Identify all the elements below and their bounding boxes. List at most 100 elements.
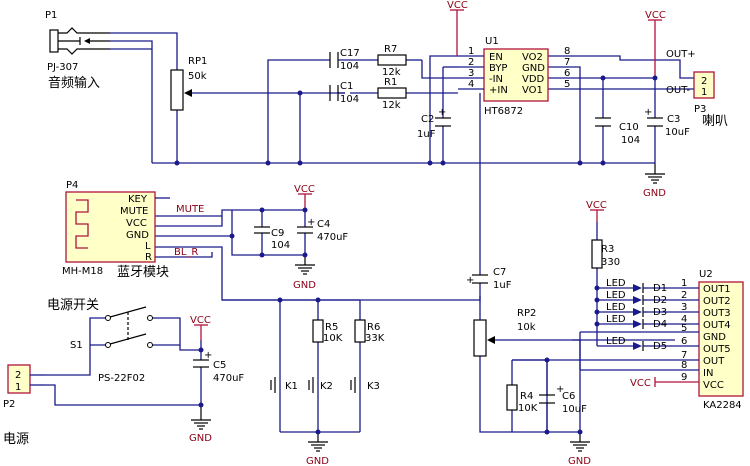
svg-text:VCC: VCC bbox=[447, 0, 468, 11]
svg-text:C10: C10 bbox=[619, 122, 639, 133]
svg-text:5: 5 bbox=[681, 323, 687, 334]
led-d5: LED D5 bbox=[606, 336, 667, 352]
svg-text:C9: C9 bbox=[271, 228, 284, 239]
svg-text:10k: 10k bbox=[517, 322, 536, 333]
svg-text:3: 3 bbox=[468, 68, 474, 79]
capacitor-c3: + C3 10uF bbox=[644, 107, 690, 138]
power-switch-s1: 电源开关 S1 PS-22F02 bbox=[47, 298, 153, 384]
gnd-symbol-keys: GND bbox=[306, 432, 329, 466]
svg-text:10uF: 10uF bbox=[665, 127, 690, 138]
svg-text:4: 4 bbox=[468, 79, 474, 90]
capacitor-c5: + C5 470uF bbox=[193, 350, 244, 384]
resistor-r3: R3 330 bbox=[591, 239, 620, 269]
capacitor-c10: C10 104 bbox=[595, 117, 640, 146]
svg-text:+: + bbox=[644, 107, 652, 118]
svg-text:C7: C7 bbox=[493, 267, 506, 278]
capacitor-c9: C9 104 bbox=[254, 226, 290, 251]
svg-text:MUTE: MUTE bbox=[120, 206, 148, 217]
svg-text:10K: 10K bbox=[323, 333, 343, 344]
vcc-symbol-right: VCC bbox=[645, 10, 666, 30]
svg-text:6: 6 bbox=[681, 336, 687, 347]
capacitor-c2: C2 1uF + bbox=[417, 107, 451, 140]
svg-text:LED: LED bbox=[606, 302, 626, 313]
svg-text:KEY: KEY bbox=[128, 194, 148, 205]
svg-text:OUT5: OUT5 bbox=[703, 344, 731, 355]
svg-text:4: 4 bbox=[681, 314, 687, 325]
svg-text:330: 330 bbox=[601, 257, 620, 268]
svg-text:8: 8 bbox=[681, 360, 687, 371]
svg-text:GND: GND bbox=[643, 188, 666, 199]
led-d3: LED D3 bbox=[606, 302, 667, 318]
capacitor-c7: + C7 1uF bbox=[466, 267, 512, 291]
svg-text:GND: GND bbox=[189, 433, 212, 444]
power-connector-p2: 2 1 P2 电源 bbox=[3, 364, 45, 447]
svg-text:1: 1 bbox=[681, 278, 687, 289]
svg-text:D4: D4 bbox=[653, 319, 667, 330]
svg-text:BYP: BYP bbox=[489, 63, 507, 74]
svg-text:VCC: VCC bbox=[630, 378, 651, 389]
pushbutton-k2: K2 bbox=[308, 377, 333, 393]
svg-text:VCC: VCC bbox=[126, 218, 147, 229]
svg-text:蓝牙模块: 蓝牙模块 bbox=[117, 265, 169, 280]
bluetooth-module-p4: P4 KEY MUTE VCC GND L R MUTE BL_R MH-M18… bbox=[62, 180, 204, 280]
svg-text:D1: D1 bbox=[653, 283, 667, 294]
svg-text:LED: LED bbox=[606, 290, 626, 301]
svg-text:电源: 电源 bbox=[3, 432, 29, 447]
svg-text:D2: D2 bbox=[653, 295, 667, 306]
svg-text:L: L bbox=[145, 241, 151, 252]
svg-text:+IN: +IN bbox=[489, 85, 508, 96]
svg-text:8: 8 bbox=[564, 46, 570, 57]
svg-text:+: + bbox=[307, 217, 315, 228]
svg-text:104: 104 bbox=[340, 61, 359, 72]
svg-text:PJ-307: PJ-307 bbox=[47, 62, 78, 73]
svg-text:C2: C2 bbox=[421, 114, 434, 125]
svg-text:2: 2 bbox=[681, 290, 687, 301]
svg-text:OUT3: OUT3 bbox=[703, 308, 731, 319]
svg-text:K3: K3 bbox=[367, 381, 380, 392]
capacitor-c1: C1 104 bbox=[329, 81, 359, 105]
resistor-r5: R5 10K bbox=[312, 319, 343, 344]
svg-text:104: 104 bbox=[340, 94, 359, 105]
pushbutton-k3: K3 bbox=[350, 377, 380, 393]
svg-text:P4: P4 bbox=[66, 180, 78, 191]
svg-text:1: 1 bbox=[15, 382, 21, 393]
svg-text:9: 9 bbox=[681, 372, 687, 383]
vcc-symbol-u1: VCC bbox=[447, 0, 468, 28]
svg-text:VCC: VCC bbox=[294, 184, 315, 195]
svg-text:VO1: VO1 bbox=[522, 85, 543, 96]
svg-text:U1: U1 bbox=[485, 36, 499, 47]
ic-u1: U1 1 2 3 4 EN BYP -IN +IN VO2 GND VDD VO… bbox=[458, 36, 570, 117]
svg-text:喇叭: 喇叭 bbox=[702, 114, 728, 129]
svg-text:LED: LED bbox=[606, 314, 626, 325]
audio-jack-p1: P1 PJ-307 音频输入 bbox=[45, 10, 110, 91]
svg-text:OUT1: OUT1 bbox=[703, 284, 731, 295]
svg-text:10K: 10K bbox=[518, 403, 538, 414]
vcc-symbol-c5: VCC bbox=[190, 315, 211, 340]
svg-text:S1: S1 bbox=[70, 340, 83, 351]
resistor-r6: R6 33K bbox=[354, 319, 385, 344]
svg-text:12k: 12k bbox=[382, 67, 401, 78]
resistor-r1: R1 12k bbox=[377, 77, 407, 111]
svg-text:LED: LED bbox=[606, 336, 626, 347]
svg-text:R1: R1 bbox=[384, 77, 397, 88]
svg-text:R6: R6 bbox=[367, 322, 380, 333]
svg-text:LED: LED bbox=[606, 278, 626, 289]
potentiometer-rp1: RP1 50k bbox=[170, 56, 207, 111]
svg-text:C4: C4 bbox=[317, 219, 330, 230]
svg-text:HT6872: HT6872 bbox=[484, 106, 523, 117]
svg-text:R4: R4 bbox=[520, 391, 533, 402]
junctions bbox=[174, 75, 658, 435]
svg-text:IN: IN bbox=[703, 368, 713, 379]
svg-text:GND: GND bbox=[126, 230, 149, 241]
svg-text:1uF: 1uF bbox=[493, 280, 512, 291]
resistor-r4: R4 10K bbox=[506, 384, 538, 414]
svg-text:P2: P2 bbox=[3, 399, 15, 410]
svg-text:OUT2: OUT2 bbox=[703, 296, 731, 307]
svg-text:2: 2 bbox=[15, 370, 21, 381]
svg-text:GND: GND bbox=[293, 280, 316, 291]
svg-text:MUTE: MUTE bbox=[176, 204, 204, 215]
wires bbox=[45, 28, 694, 433]
svg-text:+: + bbox=[556, 384, 564, 395]
svg-text:2: 2 bbox=[468, 57, 474, 68]
